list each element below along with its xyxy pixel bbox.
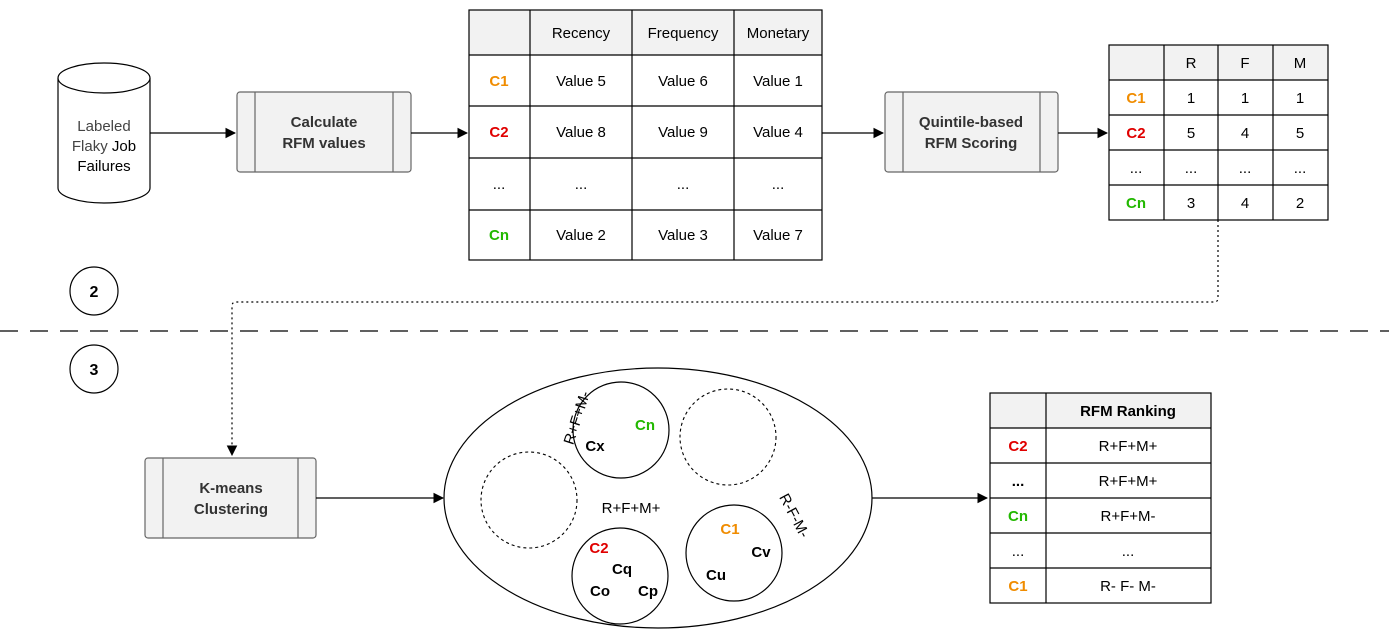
kmeans-process: K-means Clustering	[144, 457, 317, 539]
empty-cluster-left	[480, 451, 578, 549]
kmeans-label-line2: Clustering	[194, 501, 268, 518]
scoring-label-line1: Quintile-based	[919, 114, 1023, 131]
rfm-row1-frequency: Value 6	[658, 73, 708, 90]
kmeans-label-line1: K-means	[199, 480, 262, 497]
cluster-br-item-cv: Cv	[751, 544, 771, 561]
score-row1-f: 1	[1241, 90, 1249, 107]
cluster-middle-label: R+F+M+	[602, 500, 661, 517]
database-label-line2a: Flaky	[72, 138, 108, 155]
rfm-row2-recency: Value 8	[556, 124, 606, 141]
ranking-row1-value: R+F+M+	[1099, 438, 1158, 455]
step-3-label: 3	[90, 362, 99, 379]
rfm-header-frequency: Frequency	[648, 25, 719, 42]
score-row2-id: C2	[1126, 125, 1145, 142]
calculate-label-line1: Calculate	[291, 114, 358, 131]
scoring-label-line2: RFM Scoring	[925, 135, 1018, 152]
score-row1-id: C1	[1126, 90, 1145, 107]
rfm-row3-frequency: ...	[677, 176, 690, 193]
score-row1-m: 1	[1296, 90, 1304, 107]
database-cylinder: Labeled Flaky Job Failures	[57, 62, 151, 204]
score-header-m: M	[1294, 55, 1307, 72]
rfm-row2-frequency: Value 9	[658, 124, 708, 141]
cluster-top-item-cx: Cx	[585, 438, 605, 455]
rfm-row2-id: C2	[489, 124, 508, 141]
score-row2-r: 5	[1187, 125, 1195, 142]
cluster-bl-item-c2: C2	[589, 540, 608, 557]
ranking-table: RFM Ranking C2 R+F+M+ ... R+F+M+ Cn R+F+…	[989, 392, 1212, 604]
rfm-row1-monetary: Value 1	[753, 73, 803, 90]
ranking-row3-id: Cn	[1008, 508, 1028, 525]
score-row3-id: ...	[1130, 160, 1143, 177]
ranking-row4-id: ...	[1012, 543, 1025, 560]
step-3-marker: 3	[69, 344, 119, 394]
empty-cluster-right	[679, 388, 777, 486]
cluster-bl-item-cp: Cp	[638, 583, 658, 600]
cluster-space: Cn Cx R+F+M- R+F+M+ C2 Cq Co Cp C1 Cv Cu…	[443, 367, 873, 629]
ranking-row1-id: C2	[1008, 438, 1027, 455]
cluster-bl-item-cq: Cq	[612, 561, 632, 578]
rfm-row4-monetary: Value 7	[753, 227, 803, 244]
rfm-row2-monetary: Value 4	[753, 124, 803, 141]
step-2-marker: 2	[69, 266, 119, 316]
calculate-rfm-process: Calculate RFM values	[236, 91, 412, 173]
ranking-row3-value: R+F+M-	[1100, 508, 1155, 525]
database-label-line3: Failures	[77, 158, 130, 175]
rfm-row4-id: Cn	[489, 227, 509, 244]
score-header-r: R	[1186, 55, 1197, 72]
rfm-row4-frequency: Value 3	[658, 227, 708, 244]
score-row4-f: 4	[1241, 195, 1249, 212]
rfm-header-recency: Recency	[552, 25, 611, 42]
rfm-scores-table: R F M C1 1 1 1 C2 5 4 5 ... ... ... ... …	[1108, 44, 1329, 221]
quintile-scoring-process: Quintile-based RFM Scoring	[884, 91, 1059, 173]
ranking-row5-value: R- F- M-	[1100, 578, 1156, 595]
cluster-bl-item-co: Co	[590, 583, 610, 600]
score-row2-f: 4	[1241, 125, 1249, 142]
score-header-f: F	[1240, 55, 1249, 72]
cluster-top-item-cn: Cn	[635, 417, 655, 434]
score-row4-id: Cn	[1126, 195, 1146, 212]
rfm-row1-recency: Value 5	[556, 73, 606, 90]
score-row3-m: ...	[1294, 160, 1307, 177]
rfm-row3-id: ...	[493, 176, 506, 193]
rfm-header-monetary: Monetary	[747, 25, 810, 42]
ranking-row2-value: R+F+M+	[1099, 473, 1158, 490]
cluster-br-item-c1: C1	[720, 521, 739, 538]
ranking-row2-id: ...	[1012, 473, 1025, 490]
ranking-row5-id: C1	[1008, 578, 1027, 595]
database-label-line1: Labeled	[77, 118, 130, 135]
score-row3-f: ...	[1239, 160, 1252, 177]
step-2-label: 2	[90, 284, 99, 301]
score-row2-m: 5	[1296, 125, 1304, 142]
score-row1-r: 1	[1187, 90, 1195, 107]
rfm-row4-recency: Value 2	[556, 227, 606, 244]
database-label-line2: Flaky Job	[72, 138, 136, 155]
cluster-bottom-left: C2 Cq Co Cp	[571, 527, 669, 625]
score-row4-r: 3	[1187, 195, 1195, 212]
rfm-values-table: Recency Frequency Monetary C1 Value 5 Va…	[468, 9, 823, 261]
rfm-row3-recency: ...	[575, 176, 588, 193]
rfm-row3-monetary: ...	[772, 176, 785, 193]
ranking-header: RFM Ranking	[1080, 403, 1176, 420]
cluster-br-item-cu: Cu	[706, 567, 726, 584]
rfm-row1-id: C1	[489, 73, 508, 90]
ranking-row4-value: ...	[1122, 543, 1135, 560]
score-row4-m: 2	[1296, 195, 1304, 212]
database-label-line2b: Job	[112, 138, 136, 155]
score-row3-r: ...	[1185, 160, 1198, 177]
calculate-label-line2: RFM values	[282, 135, 365, 152]
